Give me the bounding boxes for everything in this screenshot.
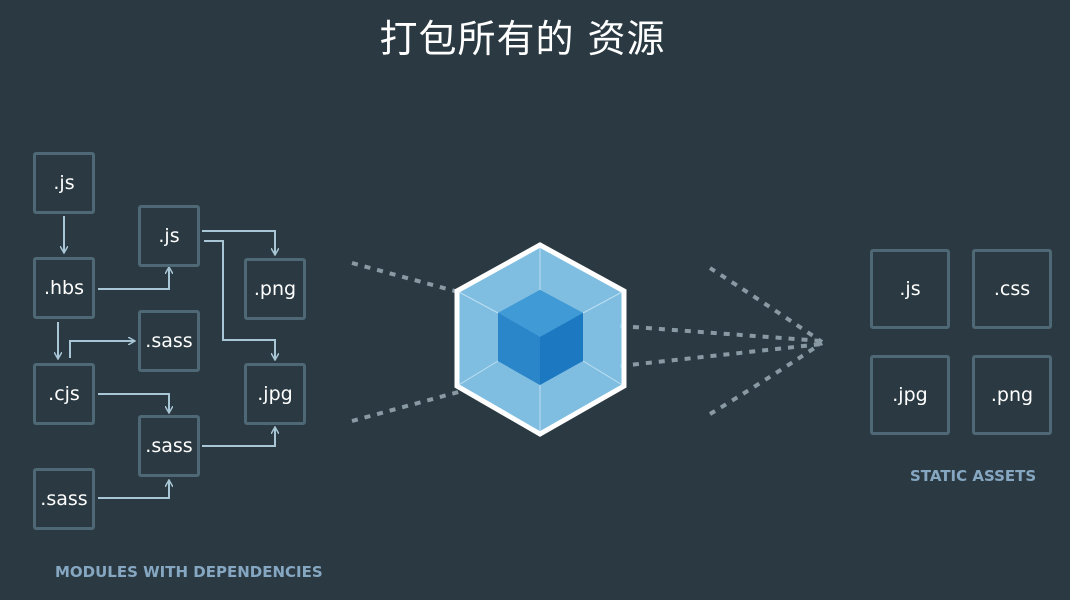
module-sass-bottom: .sass — [33, 468, 95, 530]
flow-line-out-bottom — [708, 341, 824, 416]
assets-caption: STATIC ASSETS — [910, 467, 1037, 485]
flow-line-in-bottom — [351, 389, 463, 423]
flow-line-out-mid-top — [619, 324, 823, 343]
connector-cjs-to-sass-lower — [98, 393, 169, 412]
asset-css: .css — [972, 249, 1052, 329]
module-js-top: .js — [33, 152, 95, 214]
flow-line-out-mid-bottom — [619, 342, 823, 368]
asset-png: .png — [972, 355, 1052, 435]
flow-line-out-top — [708, 266, 824, 344]
flow-line-in-top — [351, 261, 463, 295]
connector-js-to-png — [202, 230, 275, 254]
module-png: .png — [244, 258, 306, 320]
connector-sass-to-sass — [98, 481, 169, 499]
page-title: 打包所有的 资源 — [379, 17, 666, 61]
module-hbs: .hbs — [33, 257, 95, 319]
connector-js-to-jpg — [204, 240, 275, 359]
module-sass-lower: .sass — [138, 415, 200, 477]
connector-hbs-to-js — [98, 268, 169, 290]
dependency-connectors — [58, 216, 275, 499]
asset-jpg: .jpg — [870, 355, 950, 435]
module-js-inner: .js — [138, 205, 200, 267]
module-jpg: .jpg — [244, 363, 306, 425]
bundler-cube-icon — [454, 242, 627, 437]
module-cjs: .cjs — [33, 363, 95, 425]
module-sass-mid: .sass — [138, 310, 200, 372]
flow-lines — [351, 261, 824, 423]
asset-js: .js — [870, 249, 950, 329]
modules-caption: MODULES WITH DEPENDENCIES — [55, 563, 323, 581]
connector-sass-to-jpg — [202, 428, 275, 447]
connector-cjs-to-sass — [69, 341, 134, 358]
